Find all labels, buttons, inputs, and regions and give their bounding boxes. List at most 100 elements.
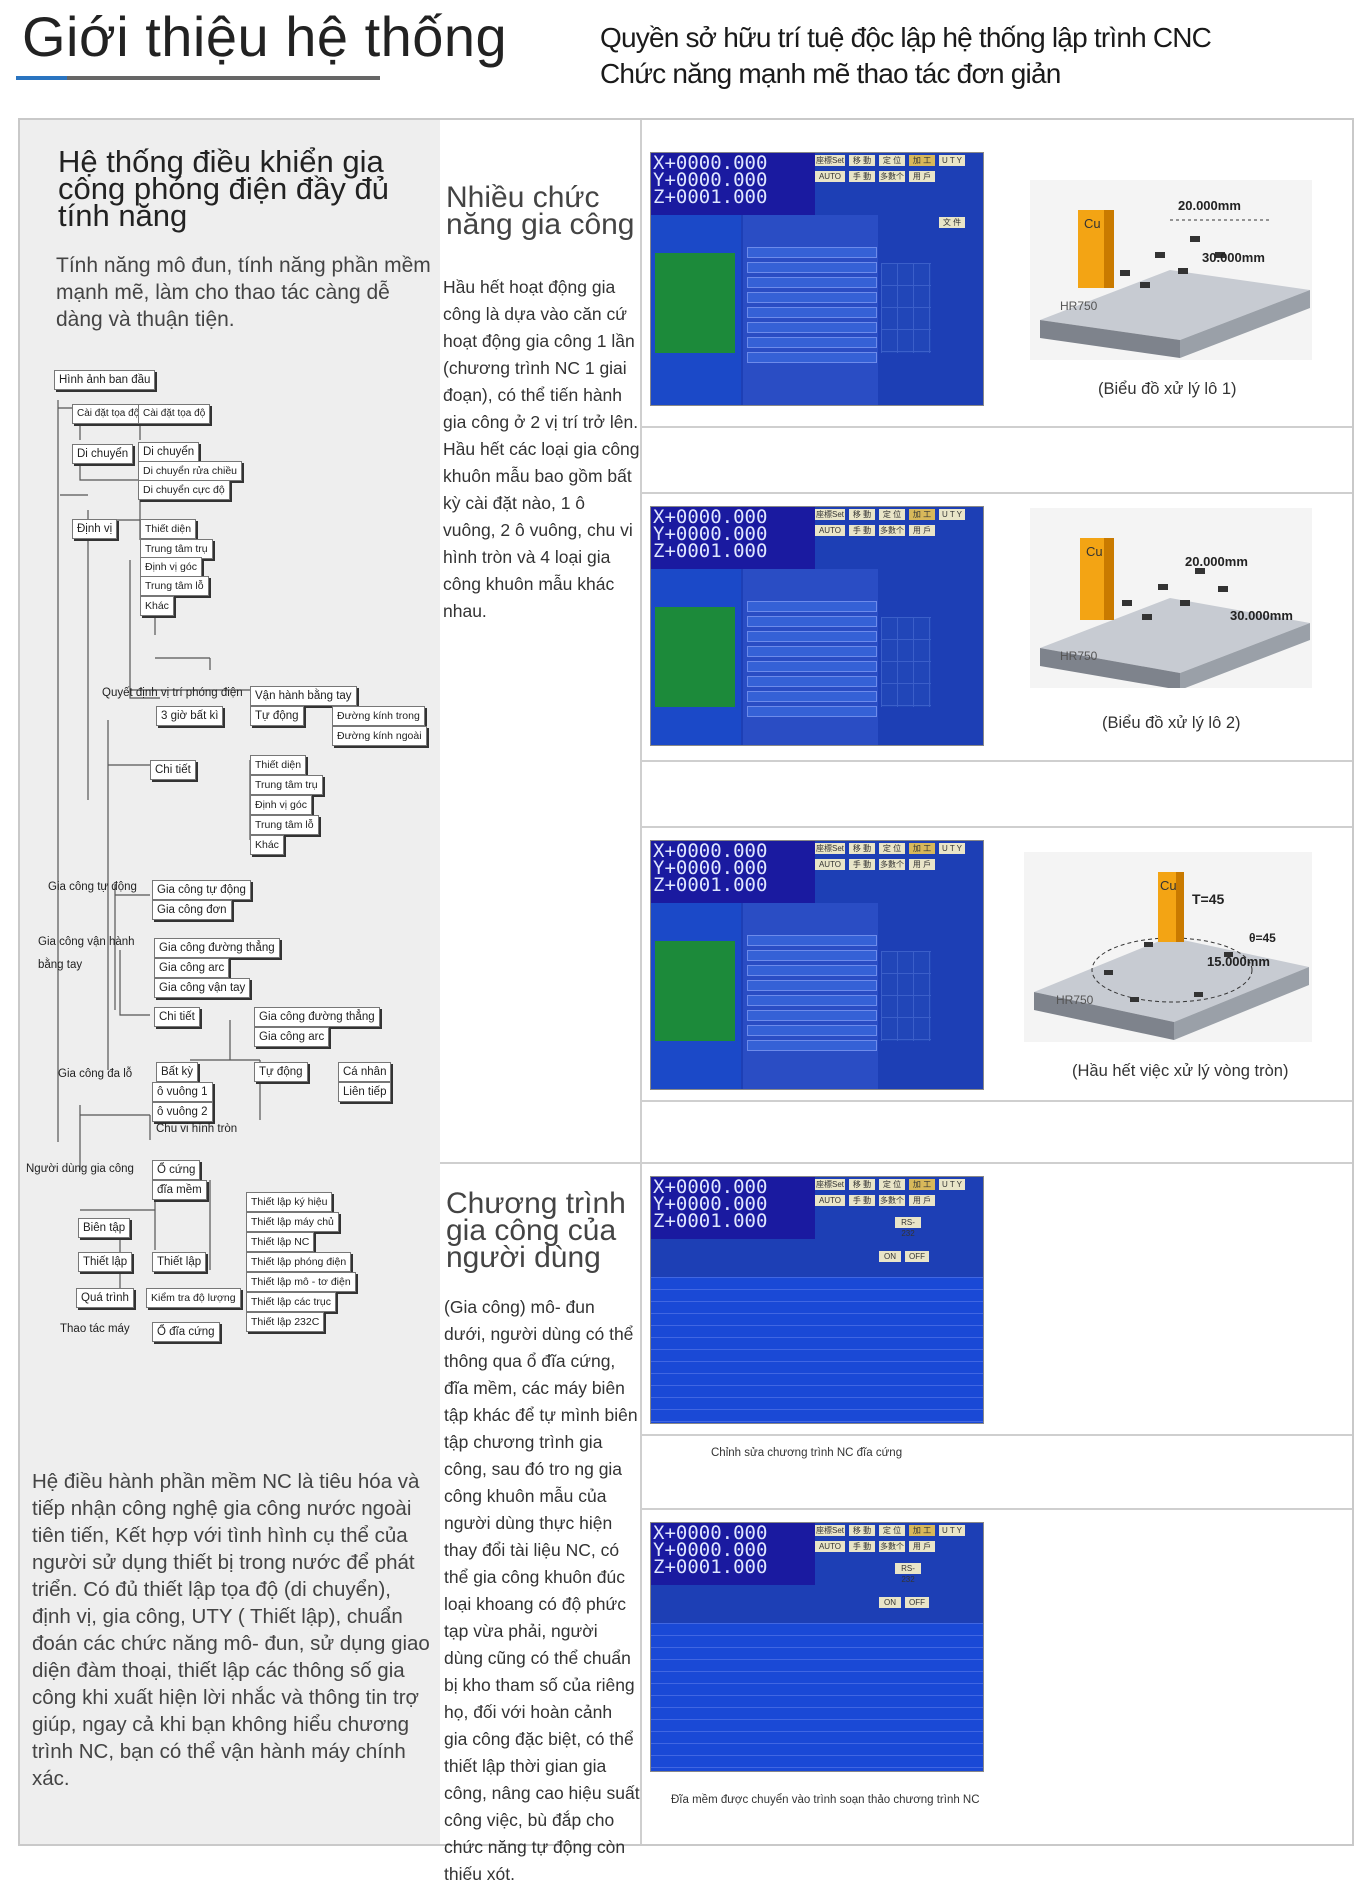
btn-work: 加 工: [909, 155, 935, 166]
btn-manual: 手 動: [849, 1541, 875, 1552]
btn-multi: 多數个: [879, 1195, 905, 1206]
graphic-preview: [655, 941, 735, 1041]
btn-move: 移 動: [849, 843, 875, 854]
btn-auto: AUTO: [815, 1195, 845, 1206]
coordinate-readout: X+0000.000 Y+0000.000 Z+0001.000: [651, 1523, 815, 1585]
btn-uty: U T Y: [939, 155, 965, 166]
screen-buttons: 座標Set 移 動 定 位 加 工 U T Y AUTO 手 動 多數个 用 戶…: [815, 1525, 981, 1608]
tree-node: Thao tác máy: [60, 1323, 130, 1335]
label-cu: Cu: [1160, 878, 1177, 893]
readout-x: X+0000.000: [653, 506, 768, 528]
tree-node: Thiết diện: [250, 755, 307, 775]
tree-node: Định vị góc: [140, 557, 202, 577]
left-summary: Hệ điều hành phần mềm NC là tiêu hóa và …: [32, 1470, 430, 1790]
left-description: Tính năng mô đun, tính năng phần mềm mạn…: [56, 254, 431, 331]
tree-node: Cài đặt tọa độ: [72, 404, 145, 424]
tree-node: Chi tiết: [154, 1007, 200, 1027]
btn-pos: 定 位: [879, 155, 905, 166]
tree-node: Kiểm tra độ lượng: [146, 1288, 241, 1308]
btn-multi: 多數个: [879, 525, 905, 536]
label-hr750: HR750: [1060, 649, 1098, 663]
function-tree: Hình ảnh ban đầu Cài đặt tọa độ Cài đặt …: [20, 370, 440, 1420]
label-theta45: θ=45: [1249, 931, 1276, 945]
btn-on: ON: [879, 1597, 901, 1608]
graphic-preview: [655, 607, 735, 707]
btn-auto: AUTO: [815, 171, 845, 182]
page-title: Giới thiệu hệ thống: [22, 5, 508, 68]
label-cu: Cu: [1084, 216, 1101, 231]
cnc-editor-screen-2: X+0000.000 Y+0000.000 Z+0001.000 座標Set 移…: [650, 1522, 984, 1772]
tree-node: Người dùng gia công: [26, 1163, 134, 1175]
btn-manual: 手 動: [849, 1195, 875, 1206]
label-dim-2: 30.000mm: [1202, 250, 1265, 265]
program-table: [651, 1277, 983, 1423]
tree-node: Trung tâm lỗ: [250, 815, 319, 835]
tree-node: Gia công arc: [254, 1027, 330, 1047]
subtitle-line-1: Quyền sở hữu trí tuệ độc lập hệ thống lậ…: [600, 22, 1212, 53]
btn-uty: U T Y: [939, 509, 965, 520]
coordinate-readout: X+0000.000 Y+0000.000 Z+0001.000: [651, 153, 815, 215]
tree-node: Định vị: [72, 519, 118, 539]
tree-node: Đường kính ngoài: [332, 726, 427, 746]
btn-file: 文 件: [939, 217, 965, 228]
tree-node: Thiết lập 232C: [246, 1312, 325, 1332]
btn-work: 加 工: [909, 1179, 935, 1190]
tree-node: Liên tiếp: [338, 1082, 392, 1102]
tree-node: Di chuyển cực độ: [138, 480, 230, 500]
label-hr750: HR750: [1060, 299, 1098, 313]
screen-buttons: 座標Set 移 動 定 位 加 工 U T Y AUTO 手 動 多數个 用 戶: [815, 509, 981, 567]
btn-user: 用 戶: [909, 859, 935, 870]
btn-user: 用 戶: [909, 1541, 935, 1552]
param-rows: [747, 597, 877, 721]
cnc-screen-2: X+0000.000 Y+0000.000 Z+0001.000 座標Set 移…: [650, 506, 984, 746]
btn-set: 座標Set: [815, 1179, 845, 1190]
keypad: [881, 617, 931, 707]
tree-node: Định vị góc: [250, 795, 312, 815]
row-divider: [642, 826, 1352, 828]
tree-node: Biên tập: [78, 1218, 131, 1238]
caption-batch-2: (Biểu đồ xử lý lô 2): [1102, 714, 1241, 732]
btn-rs232: RS-232: [895, 1563, 921, 1584]
readout-z: Z+0001.000: [653, 1210, 768, 1232]
tree-node: Tự động: [254, 1062, 308, 1082]
tree-node: Gia công arc: [154, 958, 230, 978]
tree-node: Thiết lập: [152, 1252, 207, 1272]
tree-node: Quyết định vị trí phóng điện: [102, 687, 243, 699]
btn-off: OFF: [905, 1597, 929, 1608]
readout-z: Z+0001.000: [653, 186, 768, 208]
left-heading: Hệ thống điều khiển gia công phóng điện …: [58, 144, 389, 233]
label-radius: 15.000mm: [1207, 954, 1270, 969]
tree-node-root: Hình ảnh ban đầu: [54, 370, 156, 390]
btn-set: 座標Set: [815, 1525, 845, 1536]
btn-pos: 定 位: [879, 843, 905, 854]
btn-manual: 手 動: [849, 525, 875, 536]
readout-y: Y+0000.000: [653, 1539, 768, 1561]
tree-node: Thiết lập mô - tơ điện: [246, 1272, 356, 1292]
readout-x: X+0000.000: [653, 840, 768, 862]
keypad: [881, 951, 931, 1041]
tree-node: Đường kính trong: [332, 706, 425, 726]
btn-set: 座標Set: [815, 509, 845, 520]
row-divider: [642, 426, 1352, 428]
btn-on: ON: [879, 1251, 901, 1262]
tree-node: Gia công vận tay: [154, 978, 251, 998]
tree-node: Ổ cứng: [152, 1160, 201, 1180]
tree-node: ô vuông 1: [152, 1082, 213, 1102]
btn-set: 座標Set: [815, 843, 845, 854]
label-t45: T=45: [1192, 891, 1225, 907]
btn-pos: 定 位: [879, 1525, 905, 1536]
tree-node: Thiết lập máy chủ: [246, 1212, 339, 1232]
btn-set: 座標Set: [815, 155, 845, 166]
row-divider: [642, 492, 1352, 494]
tree-node: Trung tâm trụ: [250, 775, 323, 795]
title-underline: [16, 76, 380, 80]
tree-node: Di chuyển: [72, 444, 134, 464]
tree-node: Di chuyển rửa chiều: [138, 461, 242, 481]
tree-node: Di chuyển: [138, 442, 200, 462]
readout-z: Z+0001.000: [653, 874, 768, 896]
param-rows: [747, 243, 877, 367]
btn-off: OFF: [905, 1251, 929, 1262]
cnc-screen-1: X+0000.000 Y+0000.000 Z+0001.000 座標Set 移…: [650, 152, 984, 406]
tree-node: 3 giờ bất kì: [156, 706, 224, 726]
section-title-user-program: Chương trình gia công của người dùng: [446, 1187, 626, 1274]
